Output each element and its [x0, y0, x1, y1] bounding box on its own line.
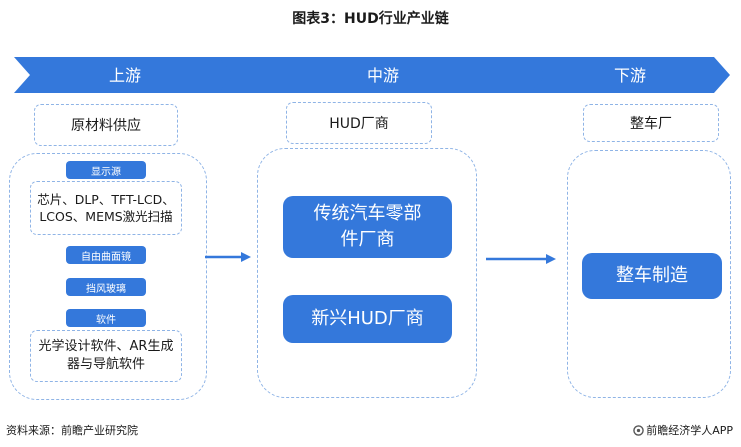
upstream-header: 原材料供应 — [71, 118, 141, 134]
midstream-header: HUD厂商 — [329, 116, 389, 132]
brand-name: 前瞻经济学人APP — [646, 424, 733, 437]
midstream-label: 中游 — [366, 66, 399, 85]
downstream-header: 整车厂 — [630, 116, 672, 132]
stage-banner — [14, 57, 730, 93]
midstream-group-box — [257, 148, 477, 398]
arrow-mid-to-down — [486, 254, 556, 264]
display-source-tag: 显示源 — [66, 161, 146, 179]
source-note: 资料来源：前瞻产业研究院 — [6, 424, 138, 437]
software-tag: 软件 — [66, 309, 146, 327]
freeform-mirror-tag: 自由曲面镜 — [66, 246, 146, 264]
display-items: 芯片、DLP、TFT-LCD、LCOS、MEMS激光扫描 — [37, 192, 175, 224]
emerging-hud-box: 新兴HUD厂商 — [283, 295, 452, 343]
downstream-header-box — [583, 104, 719, 142]
midstream-header-box — [286, 102, 432, 144]
software-items: 光学设计软件、AR生成器与导航软件 — [38, 339, 174, 372]
brand-logo-icon — [633, 425, 644, 436]
brand-credit: 前瞻经济学人APP — [633, 422, 733, 438]
upstream-label: 上游 — [108, 66, 141, 85]
traditional-supplier-box: 传统汽车零部件厂商 — [283, 196, 452, 258]
downstream-label: 下游 — [613, 66, 646, 85]
midstream-chevron — [218, 57, 548, 93]
vehicle-manufacturing-box: 整车制造 — [582, 253, 722, 299]
display-items-box — [30, 181, 182, 235]
upstream-chevron — [14, 57, 236, 93]
upstream-header-box — [34, 104, 178, 146]
arrow-up-to-mid — [205, 252, 251, 262]
downstream-chevron — [530, 57, 730, 93]
windshield-tag: 挡风玻璃 — [66, 278, 146, 296]
software-items-box — [30, 330, 182, 382]
chart-title: 图表3：HUD行业产业链 — [292, 11, 449, 27]
